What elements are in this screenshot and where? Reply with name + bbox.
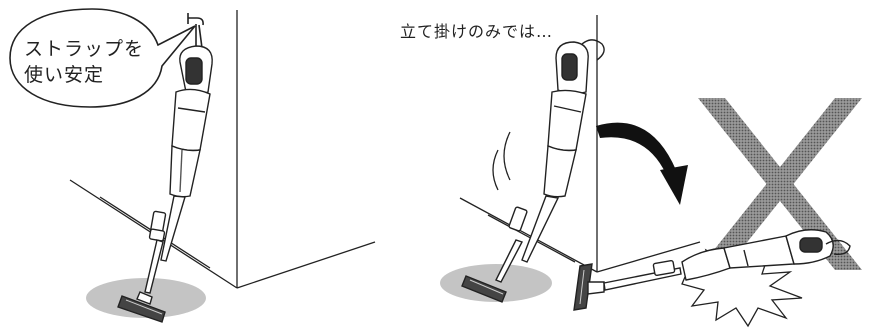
left-panel <box>9 8 376 323</box>
speech-bubble-icon <box>9 8 196 108</box>
right-panel <box>440 15 862 328</box>
floor-shadow-right <box>440 264 552 302</box>
vacuum-cleaner-icon <box>573 229 851 311</box>
callout-text: ストラップを 使い安定 <box>24 36 144 88</box>
vacuum-cleaner-icon <box>461 39 605 303</box>
caption-text: 立て掛けのみでは… <box>400 22 554 41</box>
vacuum-cleaner-icon <box>117 45 213 323</box>
room-corner-left <box>69 10 376 289</box>
motion-lines-icon <box>492 131 511 191</box>
curved-arrow-icon <box>596 122 688 205</box>
callout-line-1: ストラップを <box>24 38 145 60</box>
x-mark-icon <box>698 98 862 270</box>
callout-line-2: 使い安定 <box>24 64 105 86</box>
hook-icon <box>187 13 204 49</box>
